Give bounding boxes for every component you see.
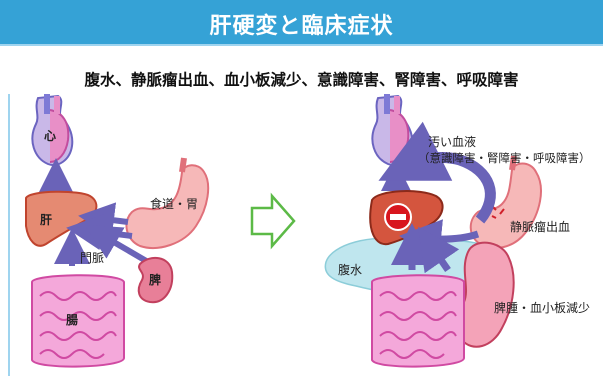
heart-illustration-left: 心 [32, 94, 72, 165]
portal-vein-arrow [84, 230, 132, 236]
intestine-illustration-left: 腸 [32, 275, 124, 366]
enlarged-spleen-right: 脾腫・血小板減少 [458, 243, 590, 347]
heart-illustration-right [372, 94, 412, 165]
intestine-illustration-right [372, 275, 464, 366]
transition-arrow [252, 196, 294, 246]
varices-bleeding-label: 静脈瘤出血 [510, 219, 570, 234]
stomach-to-liver-arrow [96, 218, 128, 222]
ascites-label: 腹水 [338, 263, 362, 277]
portal-vein-label: 門脈 [80, 251, 104, 265]
splenomegaly-label: 脾腫・血小板減少 [494, 300, 590, 315]
shunt-arrow-lower [420, 234, 478, 239]
stomach-illustration-left: 食道・胃 [126, 158, 208, 248]
liver-label-left: 肝 [40, 212, 52, 227]
spleen-label-left: 脾 [149, 272, 161, 287]
stomach-label-left: 食道・胃 [150, 196, 198, 211]
dirty-blood-label: 汚い血液 [428, 134, 476, 149]
heart-label-left: 心 [44, 129, 56, 143]
intestine-label-left: 腸 [66, 313, 78, 327]
liver-illustration-left: 肝 [26, 192, 96, 246]
spleen-illustration-left: 脾 [139, 258, 173, 302]
dirty-blood-effects-label: （意識障害・腎障害・呼吸障害） [418, 151, 591, 165]
